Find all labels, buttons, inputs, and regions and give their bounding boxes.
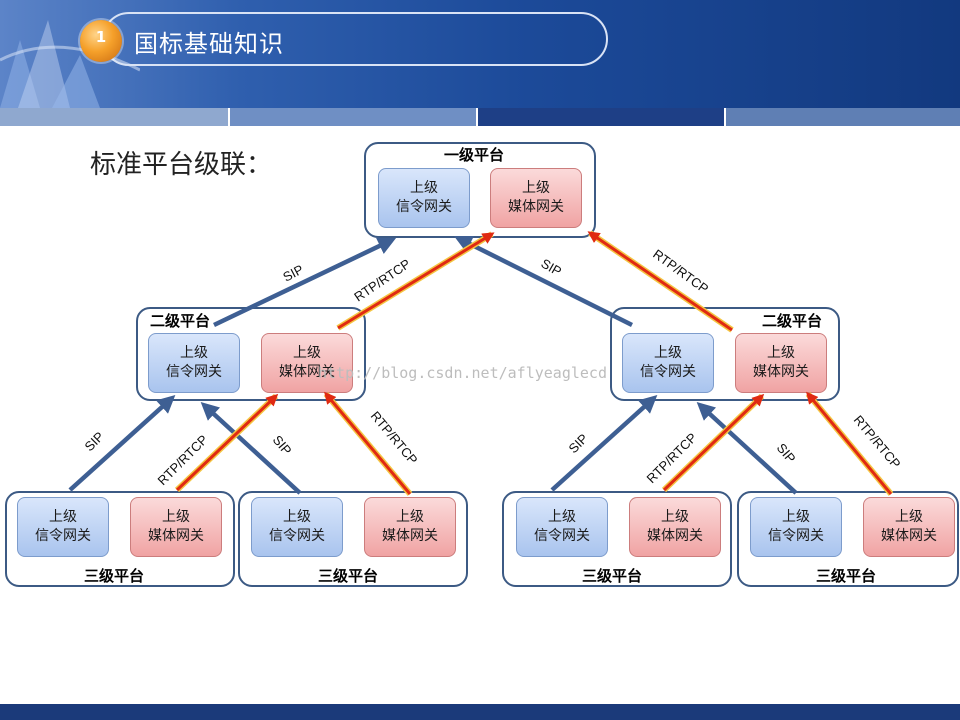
sip-arrow-l2right-to-l1	[453, 235, 634, 328]
media-gateway-level3-4: 上级媒体网关	[863, 497, 955, 557]
rtp-label-5: RTP/RTCP	[644, 430, 700, 486]
media-gateway-level3-1: 上级媒体网关	[130, 497, 222, 557]
rtp-arrow-l2left-to-l1	[337, 232, 495, 330]
rtp-arrow-l3-4-to-l2right	[806, 391, 893, 495]
signal-gateway-level1: 上级信令网关	[378, 168, 470, 228]
sip-label-6: SIP	[774, 440, 799, 466]
sip-label-4: SIP	[270, 432, 295, 458]
signal-gateway-level3-1: 上级信令网关	[17, 497, 109, 557]
sip-arrow-l3-4-to-l2right	[696, 401, 798, 495]
sip-label-5: SIP	[566, 431, 591, 456]
media-gateway-level3-2: 上级媒体网关	[364, 497, 456, 557]
header-stripe-3	[478, 108, 724, 126]
header-stripe-4	[726, 108, 960, 126]
media-gateway-level2-left: 上级媒体网关	[261, 333, 353, 393]
signal-gateway-level2-left: 上级信令网关	[148, 333, 240, 393]
watermark: http://blog.csdn.net/aflyeaglecd	[318, 364, 607, 382]
rtp-label-3: RTP/RTCP	[155, 432, 211, 488]
media-gateway-level3-3: 上级媒体网关	[629, 497, 721, 557]
platform-level2-right-label: 二级平台	[762, 312, 823, 330]
slide-subtitle: 标准平台级联：	[90, 150, 273, 180]
signal-gateway-level3-2: 上级信令网关	[251, 497, 343, 557]
rtp-label-4: RTP/RTCP	[368, 408, 421, 467]
platform-level3-2-label: 三级平台	[318, 567, 379, 585]
sip-arrow-l2left-to-l1	[213, 237, 397, 328]
sip-label-3: SIP	[82, 429, 107, 454]
rtp-label-1: RTP/RTCP	[351, 256, 413, 305]
rtp-arrow-l2right-to-l1	[587, 231, 733, 332]
header-decoration	[0, 0, 140, 108]
platform-level3-4-label: 三级平台	[816, 567, 877, 585]
signal-gateway-level2-right: 上级信令网关	[622, 333, 714, 393]
platform-level2-left-label: 二级平台	[150, 312, 211, 330]
slide-title: 国标基础知识	[134, 30, 284, 58]
media-gateway-level2-right: 上级媒体网关	[735, 333, 827, 393]
platform-level3-1-label: 三级平台	[84, 567, 145, 585]
slide-header	[0, 0, 960, 108]
rtp-arrow-l3-1-to-l2left	[175, 393, 279, 492]
rtp-label-2: RTP/RTCP	[650, 246, 711, 296]
sip-label-2: SIP	[539, 256, 565, 279]
signal-gateway-level3-4: 上级信令网关	[750, 497, 842, 557]
platform-level1-label: 一级平台	[444, 146, 505, 164]
platform-level3-3-label: 三级平台	[582, 567, 643, 585]
sip-arrow-l3-3-to-l2right	[550, 394, 658, 492]
rtp-arrow-l3-2-to-l2left	[324, 391, 412, 495]
header-stripe-2	[230, 108, 476, 126]
rtp-arrow-l3-3-to-l2right	[662, 393, 765, 492]
slide-footer-bar	[0, 704, 960, 720]
sip-arrow-l3-2-to-l2left	[200, 401, 302, 495]
header-stripe-1	[0, 108, 228, 126]
signal-gateway-level3-3: 上级信令网关	[516, 497, 608, 557]
section-number-badge: 1	[80, 20, 122, 62]
rtp-label-6: RTP/RTCP	[851, 412, 904, 471]
sip-arrow-l3-1-to-l2left	[68, 394, 176, 492]
media-gateway-level1: 上级媒体网关	[490, 168, 582, 228]
